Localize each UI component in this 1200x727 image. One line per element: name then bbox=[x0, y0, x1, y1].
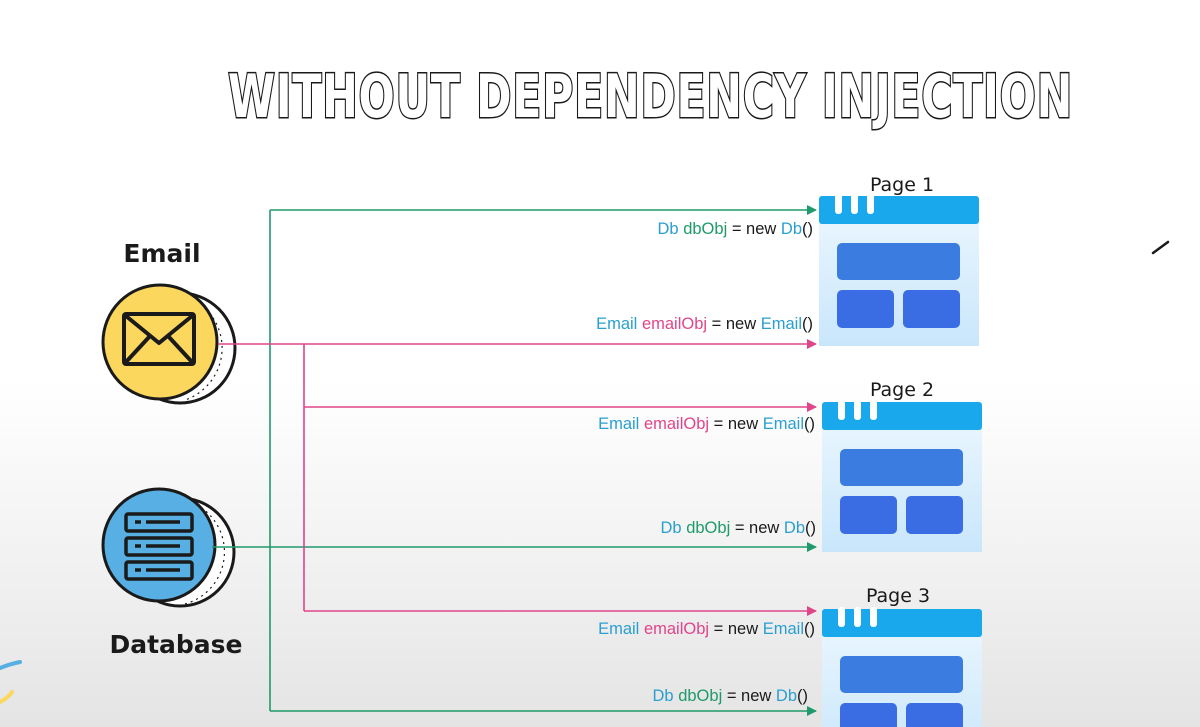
code-email-page-3: Email emailObj = new Email() bbox=[598, 620, 815, 638]
page-3-label: Page 3 bbox=[866, 585, 930, 607]
code-email-page-1: Email emailObj = new Email() bbox=[596, 315, 813, 333]
pen-stroke-mark bbox=[1151, 240, 1170, 255]
page-3-icon bbox=[822, 607, 982, 727]
code-email-page-2: Email emailObj = new Email() bbox=[598, 415, 815, 433]
decorative-stroke-blue bbox=[0, 660, 22, 670]
code-db-page-3: Db dbObj = new Db() bbox=[653, 687, 808, 705]
database-node-label: Database bbox=[109, 630, 242, 659]
email-connectors bbox=[218, 339, 817, 616]
code-db-page-2: Db dbObj = new Db() bbox=[661, 519, 816, 537]
database-connectors bbox=[212, 205, 817, 716]
server-icon bbox=[124, 512, 194, 581]
decorative-stroke-yellow bbox=[0, 690, 14, 704]
diagram-title: WITHOUT DEPENDENCY INJECTION bbox=[228, 62, 1073, 132]
page-2-icon bbox=[822, 400, 982, 552]
email-node-label: Email bbox=[123, 239, 200, 268]
database-node bbox=[101, 487, 236, 608]
page-2-label: Page 2 bbox=[870, 379, 934, 401]
page-1-icon bbox=[819, 194, 979, 346]
code-db-page-1: Db dbObj = new Db() bbox=[658, 220, 813, 238]
envelope-icon bbox=[122, 312, 196, 366]
email-node bbox=[101, 283, 237, 405]
page-1-label: Page 1 bbox=[870, 174, 934, 196]
